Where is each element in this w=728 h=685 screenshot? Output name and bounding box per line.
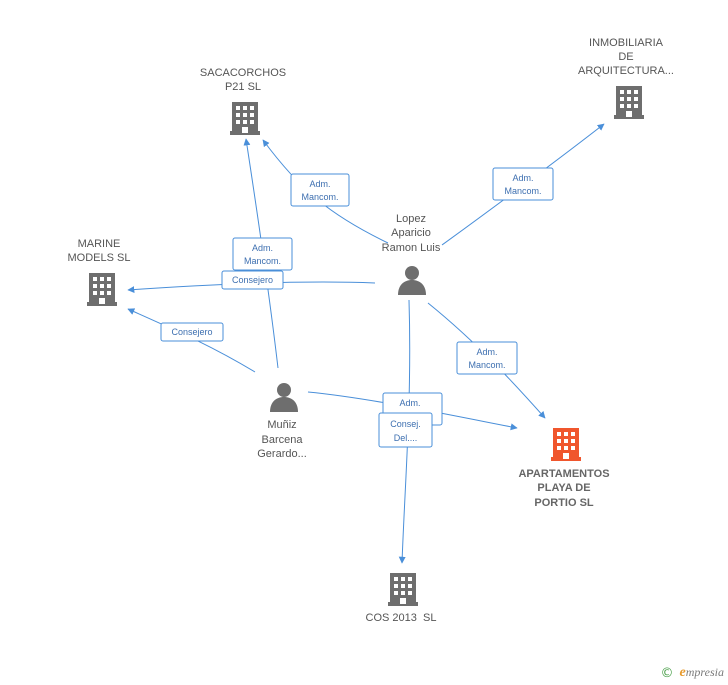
- edge-label-line: Adm.: [252, 243, 273, 253]
- node-label-line: MARINE: [78, 238, 121, 250]
- building-icon: [230, 102, 260, 135]
- edge-label-line: Mancom.: [244, 256, 281, 266]
- node-label-line: SACACORCHOS: [200, 67, 286, 79]
- building-icon: [551, 428, 581, 461]
- person-icon: [398, 266, 426, 295]
- node-label-line: Gerardo...: [257, 448, 307, 460]
- building-icon: [614, 86, 644, 119]
- node-label-line: PORTIO SL: [534, 497, 594, 509]
- edge-label-line: Adm.: [399, 398, 420, 408]
- edge-label-line: Adm.: [512, 173, 533, 183]
- edge-label-line: Mancom.: [504, 186, 541, 196]
- edge-label-line: Mancom.: [468, 360, 505, 370]
- building-icon: [388, 573, 418, 606]
- copyright-icon: ©: [660, 665, 674, 681]
- brand-initial: e: [679, 665, 686, 680]
- company-node-apartamentos[interactable]: APARTAMENTOS PLAYA DE PORTIO SL: [518, 428, 610, 509]
- person-node-lopez[interactable]: Lopez Aparicio Ramon Luis: [382, 213, 441, 295]
- edge-label-line: Consejero: [171, 327, 212, 337]
- node-label-line: Muñiz: [267, 419, 296, 431]
- person-node-muniz[interactable]: Muñiz Barcena Gerardo...: [257, 383, 307, 460]
- edge-label-lopez-cos2013: Consej. Del....: [378, 412, 433, 448]
- edge-label-line: Mancom.: [301, 192, 338, 202]
- node-label-line: P21 SL: [225, 81, 261, 93]
- building-icon: [87, 273, 117, 306]
- edge-label-line: Adm.: [309, 179, 330, 189]
- company-node-sacacorchos[interactable]: SACACORCHOS P21 SL: [200, 67, 286, 135]
- node-label-line: MODELS SL: [68, 252, 131, 264]
- edge-label-line: Del....: [394, 433, 418, 443]
- node-label-line: ARQUITECTURA...: [578, 65, 674, 77]
- company-node-inmobiliaria[interactable]: INMOBILIARIA DE ARQUITECTURA...: [578, 37, 674, 119]
- node-label-line: DE: [618, 51, 633, 63]
- empresia-logo[interactable]: empresia: [680, 665, 724, 681]
- node-label-line: COS 2013 SL: [366, 612, 437, 624]
- node-label-line: PLAYA DE: [537, 482, 590, 494]
- brand-rest: mpresia: [685, 665, 724, 679]
- edge-label-lopez-apartamentos: Adm. Mancom.: [456, 341, 518, 375]
- person-icon: [270, 383, 298, 412]
- node-label-line: Aparicio: [391, 227, 431, 239]
- edge-label-lopez-marine: Consejero: [221, 270, 284, 290]
- edge-label-line: Adm.: [476, 347, 497, 357]
- company-node-cos2013[interactable]: COS 2013 SL: [366, 573, 437, 624]
- node-label-line: Barcena: [262, 434, 304, 446]
- node-label-line: INMOBILIARIA: [589, 37, 664, 49]
- edge-label-line: Consej.: [390, 419, 421, 429]
- company-node-marine-models[interactable]: MARINE MODELS SL: [68, 238, 131, 306]
- edge-label-lopez-sacacorchos: Adm. Mancom.: [290, 173, 350, 207]
- node-label-line: APARTAMENTOS: [518, 468, 609, 480]
- edge-label-line: Consejero: [232, 275, 273, 285]
- node-label-line: Lopez: [396, 213, 426, 225]
- edge-label-muniz-sacacorchos: Adm. Mancom.: [232, 237, 293, 271]
- node-label-line: Ramon Luis: [382, 242, 441, 254]
- footer: © empresia: [661, 665, 724, 681]
- edge-label-muniz-marine: Consejero: [160, 322, 224, 342]
- edge-label-lopez-inmobiliaria: Adm. Mancom.: [492, 167, 554, 201]
